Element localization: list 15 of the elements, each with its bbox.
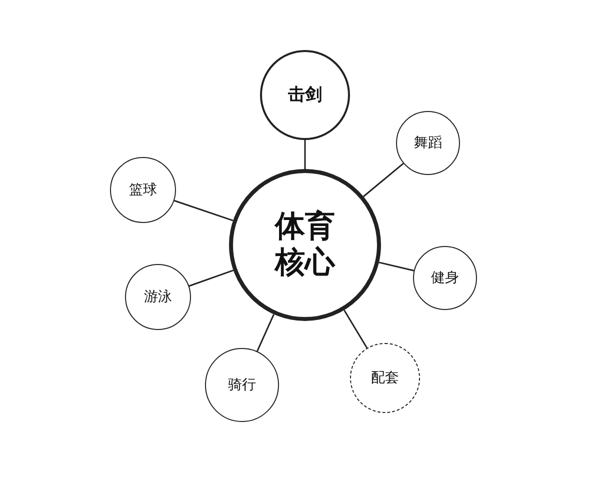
connector-line	[363, 162, 404, 198]
connector-line	[378, 262, 414, 272]
connector-line	[256, 314, 274, 352]
node-label: 骑行	[228, 376, 256, 394]
node-label: 击剑	[288, 84, 322, 106]
node-label: 舞蹈	[414, 134, 442, 152]
node-label: 健身	[431, 270, 459, 286]
node-label: 体育核心	[273, 209, 336, 281]
connector-line	[344, 310, 368, 348]
connector-line	[188, 270, 234, 287]
node-label: 游泳	[144, 288, 172, 306]
connector-line	[174, 200, 234, 222]
connector-line	[304, 140, 306, 169]
node-label: 篮球	[129, 182, 157, 198]
node-label: 配套	[371, 370, 399, 386]
